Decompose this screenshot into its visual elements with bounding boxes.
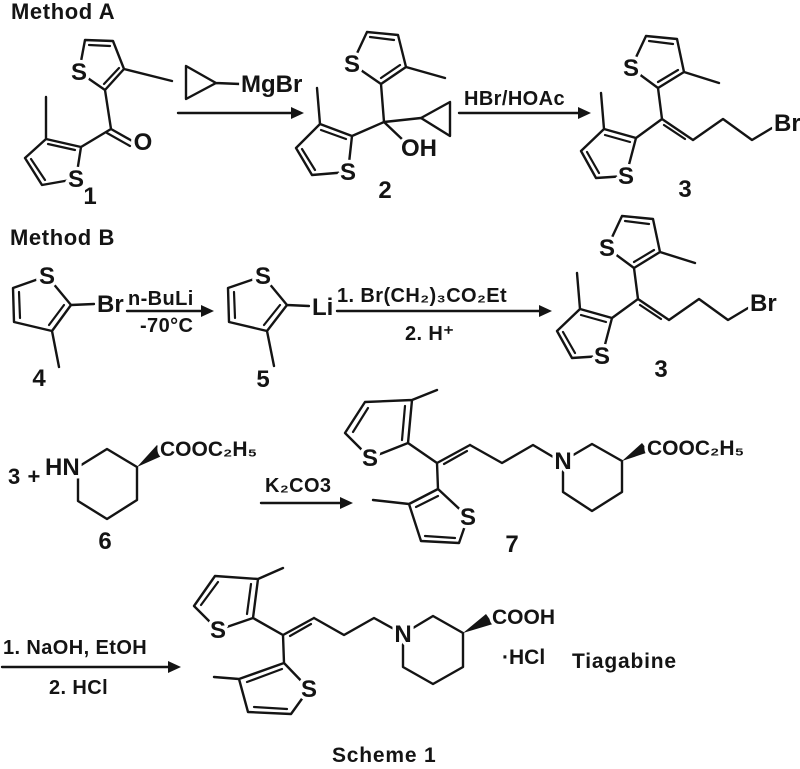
stereo-wedge-bond: [137, 445, 164, 467]
sulfur-label: S: [68, 166, 84, 193]
amine-label: HN: [45, 454, 80, 481]
reaction-arrow-5: K₂CO3: [259, 472, 353, 509]
compound-1-structure: S S O 1: [23, 38, 174, 214]
compound-2-bonds: [294, 30, 452, 177]
sulfur-label: S: [460, 504, 476, 531]
compound-3-number: 3: [678, 176, 691, 203]
compound-6-bonds: [76, 447, 139, 521]
compound-5-double-bonds: [232, 290, 282, 327]
reagent-hbr-hoac: HBr/HOAc: [464, 88, 565, 110]
sulfur-label: S: [210, 617, 226, 644]
compound-4-number: 4: [32, 365, 46, 392]
cyclopropylmagnesium-bromide-structure: MgBr: [184, 64, 306, 102]
compound-3-structure: S S Br 3: [579, 34, 800, 207]
compound-7-structure: S S N COOC₂H₅ 7: [343, 388, 748, 562]
nitrogen-label: N: [554, 448, 571, 475]
cyclopropyl-ring-bonds: [184, 64, 242, 101]
arrow-head: [340, 497, 353, 509]
method-a-heading: Method A: [11, 0, 115, 24]
reagent-k2co3: K₂CO3: [265, 475, 331, 497]
reagent-hcl: 2. HCl: [49, 677, 108, 699]
compound-4-structure: S Br 4: [11, 260, 127, 396]
sulfur-label: S: [71, 59, 87, 86]
reagent-alkylation-step1: 1. Br(CH₂)₃CO₂Et: [337, 285, 507, 307]
compound-7-bonds: [343, 388, 624, 545]
sulfur-label: S: [255, 263, 271, 290]
compound-5-number: 5: [256, 366, 269, 393]
compound-1-double-bonds: [29, 43, 132, 182]
arrow-head: [539, 305, 552, 317]
stereo-wedge-bond: [463, 614, 493, 633]
reagent-naoh-etoh: 1. NaOH, EtOH: [3, 637, 147, 659]
reaction-arrow-4: 1. Br(CH₂)₃CO₂Et 2. H⁺: [334, 282, 552, 349]
arrow-head: [201, 305, 214, 317]
compound-2-number: 2: [378, 177, 391, 204]
sulfur-label: S: [39, 263, 55, 290]
coupling-prefix: 3 +: [8, 464, 41, 489]
compound-2-double-bonds: [300, 35, 402, 172]
compound-4-bonds: [11, 274, 96, 369]
bromine-label: Br: [774, 110, 800, 137]
lithium-label: Li: [312, 294, 333, 321]
compound-3-double-bonds: [585, 39, 687, 175]
method-b-heading: Method B: [10, 225, 115, 250]
sulfur-label: S: [362, 445, 378, 472]
reagent-nbuli: n-BuLi: [128, 288, 194, 310]
compound-7-number: 7: [505, 531, 518, 558]
acid-group-label: COOH: [492, 606, 555, 629]
tiagabine-bonds: [192, 566, 465, 716]
reaction-arrow-2: HBr/HOAc: [457, 85, 591, 119]
compound-2-structure: S S OH 2: [294, 30, 452, 208]
compound-3-bonds: [579, 34, 774, 180]
reagent-alkylation-step2: 2. H⁺: [405, 323, 454, 345]
compound-7-double-bonds: [351, 404, 469, 540]
sulfur-label: S: [340, 159, 356, 186]
compound-1-bonds: [23, 38, 174, 187]
oxygen-label: O: [134, 129, 153, 156]
compound-6-number: 6: [98, 528, 111, 555]
compound-1-number: 1: [83, 183, 96, 210]
hydroxyl-label: OH: [401, 135, 437, 162]
sulfur-label: S: [344, 51, 360, 78]
hcl-salt-label: ·HCl: [502, 646, 545, 669]
sulfur-label: S: [301, 676, 317, 703]
compound-4-double-bonds: [17, 290, 66, 327]
ester-group-label: COOC₂H₅: [160, 438, 257, 461]
ester-group-label: COOC₂H₅: [647, 437, 744, 460]
product-name: Tiagabine: [572, 650, 677, 673]
reaction-arrow-3: n-BuLi -70°C: [125, 285, 214, 341]
compound-6-structure: HN COOC₂H₅ 6: [42, 435, 261, 559]
sulfur-label: S: [623, 55, 639, 82]
reagent-temperature: -70°C: [140, 315, 193, 337]
tiagabine-structure: S S N COOH ·HCl Tiagabine: [192, 566, 680, 716]
tiagabine-double-bonds: [199, 580, 313, 711]
arrow-head: [168, 661, 181, 673]
reaction-arrow-1: [176, 107, 304, 119]
nitrogen-label: N: [394, 621, 411, 648]
reaction-arrow-6: 1. NaOH, EtOH 2. HCl: [0, 634, 181, 703]
sulfur-label: S: [618, 163, 634, 190]
magnesium-bromide-label: MgBr: [241, 71, 302, 98]
arrow-head: [291, 107, 304, 119]
scheme-title: Scheme 1: [332, 744, 436, 767]
arrow-head: [578, 107, 591, 119]
compound-5-structure: S Li 5: [226, 260, 337, 397]
stereo-wedge-bond: [622, 443, 649, 461]
bromine-label: Br: [97, 291, 124, 318]
compound-5-bonds: [226, 274, 311, 368]
compound-3-structure-copy: [557, 216, 777, 383]
